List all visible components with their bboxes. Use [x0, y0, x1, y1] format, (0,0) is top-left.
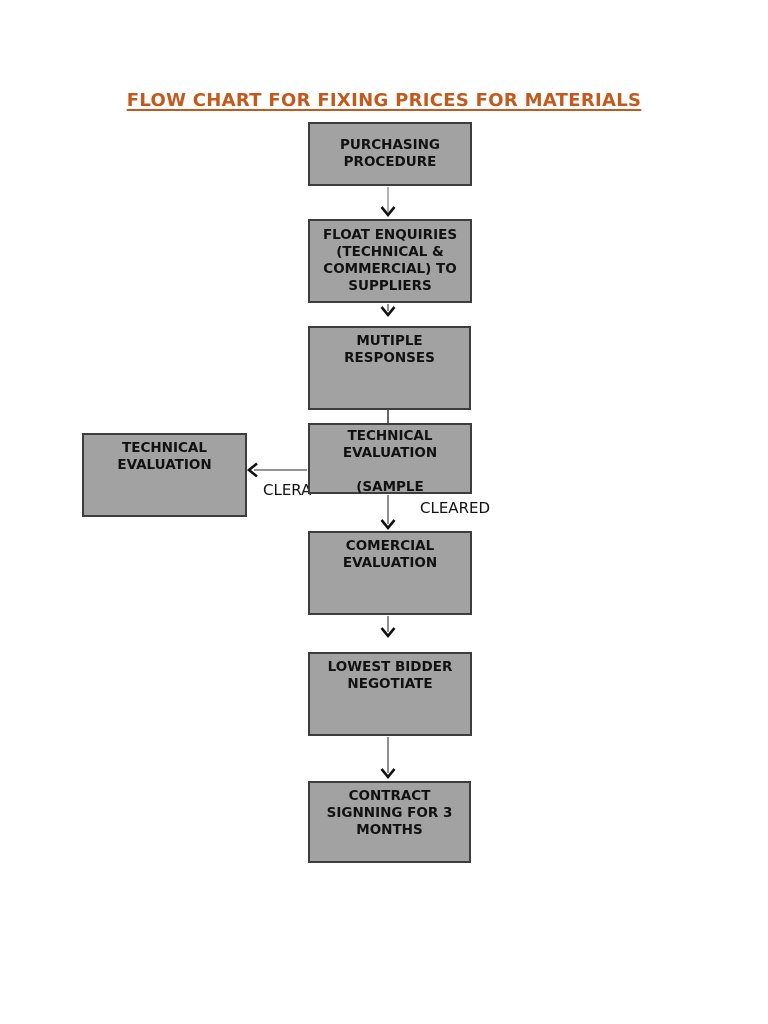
node-technical-evaluation-sample: TECHNICAL EVALUATION (SAMPLE [308, 423, 472, 495]
connector-techeval-to-side [246, 462, 307, 478]
node-multiple-responses: MUTIPLE RESPONSES [308, 326, 471, 410]
node-lowest-bidder-negotiate: LOWEST BIDDER NEGOTIATE [308, 652, 472, 736]
connector-float-to-responses [380, 304, 396, 318]
node-commercial-evaluation: COMERCIAL EVALUATION [308, 531, 472, 615]
node-purchasing-procedure: PURCHASING PROCEDURE [308, 122, 472, 186]
node-technical-evaluation-side: TECHNICAL EVALUATION [82, 433, 247, 517]
node-label: MUTIPLE RESPONSES [344, 333, 435, 366]
edge-label-cleared-down: CLEARED [420, 499, 491, 517]
node-label: COMERCIAL EVALUATION [342, 538, 438, 571]
connector-purchasing-to-float [380, 187, 396, 218]
edge-label-cleared-left: CLERA [263, 481, 312, 499]
node-label: LOWEST BIDDER NEGOTIATE [327, 659, 453, 692]
node-label: PURCHASING PROCEDURE [339, 137, 441, 170]
page-title: FLOW CHART FOR FIXING PRICES FOR MATERIA… [126, 90, 642, 111]
connector-lowest-to-contract [380, 737, 396, 780]
node-contract-signing: CONTRACT SIGNNING FOR 3 MONTHS [308, 781, 471, 863]
node-label: FLOAT ENQUIRIES (TECHNICAL & COMMERCIAL)… [322, 227, 458, 294]
connector-commercial-to-lowest [380, 616, 396, 639]
node-label: CONTRACT SIGNNING FOR 3 MONTHS [326, 788, 453, 838]
connector-techeval-to-commercial [380, 495, 396, 531]
node-label: TECHNICAL EVALUATION (SAMPLE [342, 428, 438, 495]
node-label: TECHNICAL EVALUATION [117, 440, 212, 473]
node-float-enquiries: FLOAT ENQUIRIES (TECHNICAL & COMMERCIAL)… [308, 219, 472, 303]
